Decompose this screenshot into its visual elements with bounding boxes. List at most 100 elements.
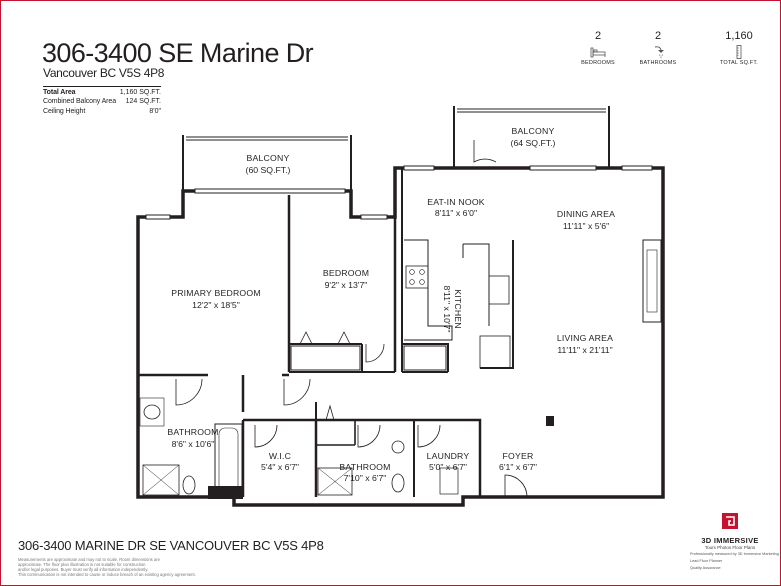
fireplace-insert bbox=[646, 249, 658, 313]
window bbox=[529, 165, 597, 171]
fact-value: 1,160 SQ.FT. bbox=[119, 89, 161, 96]
window bbox=[145, 214, 171, 220]
footer-address: 306-3400 MARINE DR SE VANCOUVER BC V5S 4… bbox=[18, 538, 324, 553]
column bbox=[208, 486, 243, 499]
fact-ceiling-height: Ceiling Height 8'0" bbox=[43, 107, 161, 116]
door-swing bbox=[417, 424, 441, 448]
column bbox=[546, 416, 554, 426]
bathtub-inner bbox=[218, 427, 239, 493]
door-swing bbox=[504, 474, 528, 498]
kitchen-wall bbox=[480, 240, 514, 369]
disclaimer: Measurements are approximate and may not… bbox=[18, 557, 258, 577]
brand-credit: Professionally measured by 3D Immersive … bbox=[690, 552, 781, 556]
brand-mark-icon bbox=[722, 513, 738, 529]
toilet bbox=[391, 473, 405, 493]
disclaimer-line: Measurements are approximate and may not… bbox=[18, 557, 160, 562]
washer bbox=[439, 467, 459, 495]
door-swing bbox=[283, 378, 311, 406]
disclaimer-line: This communication is not intended to ca… bbox=[18, 572, 196, 577]
fact-total-area: Total Area 1,160 SQ.FT. bbox=[43, 88, 161, 97]
room-dim-balcony-left: (60 SQ.FT.) bbox=[246, 165, 291, 175]
room-name-wic: W.I.C bbox=[269, 451, 291, 461]
fact-label: Combined Balcony Area bbox=[43, 98, 116, 106]
door-swing bbox=[365, 343, 385, 363]
shower bbox=[142, 464, 180, 496]
fact-balcony-area: Combined Balcony Area 124 SQ.FT. bbox=[43, 97, 161, 106]
brand-tagline: Tours Photos Floor Plans bbox=[704, 545, 756, 550]
stat-label: BATHROOMS bbox=[639, 60, 677, 66]
room-name-bedroom: BEDROOM bbox=[323, 268, 369, 278]
fact-label: Ceiling Height bbox=[43, 107, 86, 115]
room-dim-balcony-right: (64 SQ.FT.) bbox=[511, 138, 556, 148]
wall-bedroom-bottom bbox=[289, 343, 395, 373]
fireplace bbox=[642, 239, 662, 323]
sink bbox=[143, 404, 161, 420]
balcony-left-outline bbox=[182, 135, 352, 191]
stat-bathrooms: 2 BATHROOMS bbox=[626, 30, 690, 66]
fact-label: Total Area bbox=[43, 89, 76, 96]
kitchen-sink bbox=[488, 275, 510, 305]
stat-label: BEDROOMS bbox=[581, 60, 615, 66]
room-dim-eat-in-nook: 8'11" x 6'0" bbox=[435, 208, 477, 218]
stat-total-sqft: 1,160 TOTAL SQ.FT. bbox=[707, 30, 771, 66]
room-dim-bathroom-main: 8'6" x 10'6" bbox=[172, 439, 215, 449]
bifold-door bbox=[325, 404, 335, 421]
room-dim-dining-area: 11'11" x 5'6" bbox=[563, 221, 609, 231]
stat-value: 2 bbox=[594, 30, 602, 42]
bed-icon bbox=[590, 47, 606, 58]
room-dim-foyer: 6'1" x 6'7" bbox=[499, 462, 537, 472]
property-title: 306-3400 SE Marine Dr bbox=[42, 38, 314, 68]
sink bbox=[391, 440, 405, 454]
disclaimer-line: and/or legal purposes. Buyer must verify… bbox=[18, 567, 149, 572]
stat-bedrooms: 2 BEDROOMS bbox=[566, 30, 630, 66]
walls bbox=[136, 106, 665, 507]
property-subtitle: Vancouver BC V5S 4P8 bbox=[43, 66, 165, 80]
room-name-eat-in-nook: EAT-IN NOOK bbox=[427, 197, 485, 207]
room-dim-kitchen: 8'11" x 10'7" bbox=[442, 286, 452, 333]
closet-cabinet bbox=[403, 345, 447, 371]
room-name-dining-area: DINING AREA bbox=[557, 209, 615, 219]
ruler-icon bbox=[736, 45, 742, 59]
stat-label: TOTAL SQ.FT. bbox=[719, 60, 759, 66]
door-swing bbox=[357, 424, 381, 448]
room-dim-bathroom-ensuite: 7'10" x 6'7" bbox=[344, 473, 387, 483]
room-name-bathroom-ensuite: BATHROOM bbox=[339, 462, 390, 472]
brand-logo: 3D IMMERSIVE Tours Photos Floor Plans Pr… bbox=[690, 513, 781, 571]
room-name-primary-bedroom: PRIMARY BEDROOM bbox=[171, 288, 261, 298]
disclaimer-line: approximate. The floor plan illustration… bbox=[18, 562, 146, 567]
room-name-laundry: LAUNDRY bbox=[427, 451, 470, 461]
room-name-kitchen: KITCHEN bbox=[453, 289, 463, 329]
stat-value: 2 bbox=[654, 30, 662, 42]
window bbox=[621, 165, 653, 171]
room-name-foyer: FOYER bbox=[503, 451, 534, 461]
room-dim-bedroom: 9'2" x 13'7" bbox=[325, 280, 368, 290]
window bbox=[360, 214, 388, 220]
bifold-door bbox=[299, 331, 351, 345]
door-swing bbox=[254, 424, 278, 448]
window bbox=[403, 165, 435, 171]
kitchen-island bbox=[462, 243, 490, 326]
kitchen-label: KITCHEN 8'11" x 10'7" bbox=[442, 286, 463, 333]
room-dim-wic: 5'4" x 6'7" bbox=[261, 462, 299, 472]
room-dim-primary-bedroom: 12'2" x 18'5" bbox=[192, 300, 240, 310]
stat-value: 1,160 bbox=[725, 30, 753, 42]
wall-kitchen-divider bbox=[401, 168, 449, 373]
shower-icon bbox=[654, 46, 664, 59]
closet-cabinet bbox=[290, 345, 361, 371]
door-swing bbox=[473, 140, 497, 163]
fridge bbox=[479, 335, 511, 369]
room-dim-living-area: 11'11" x 21'11" bbox=[557, 345, 612, 355]
shower bbox=[317, 467, 353, 496]
room-name-balcony-right: BALCONY bbox=[512, 126, 555, 136]
kitchen-counter-left bbox=[404, 239, 453, 341]
brand-name: 3D IMMERSIVE bbox=[701, 536, 759, 545]
room-name-bathroom-main: BATHROOM bbox=[167, 427, 218, 437]
room-name-balcony-left: BALCONY bbox=[247, 153, 290, 163]
brand-credit: Quality Assurance bbox=[690, 566, 721, 570]
door-swing bbox=[175, 378, 203, 406]
fact-value: 8'0" bbox=[149, 107, 161, 115]
room-dim-laundry: 5'0" x 6'7" bbox=[429, 462, 467, 472]
fact-value: 124 SQ.FT. bbox=[125, 98, 161, 106]
balcony-right-outline bbox=[453, 106, 610, 168]
